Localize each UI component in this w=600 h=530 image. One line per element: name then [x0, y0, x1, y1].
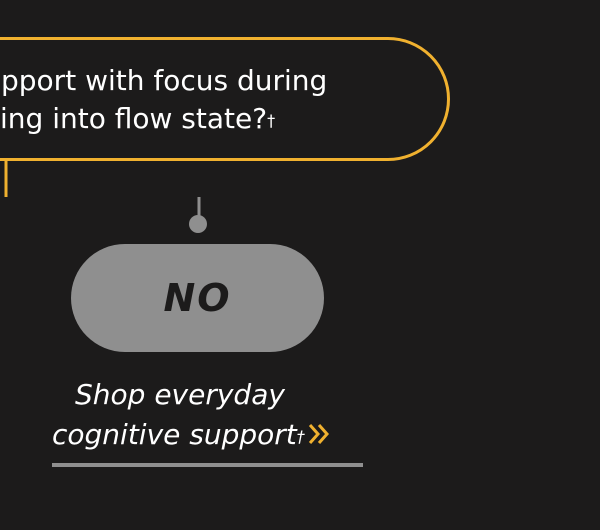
- shop-link-line-2-text: cognitive support: [52, 418, 297, 451]
- question-box: [0, 37, 450, 161]
- double-chevron-right-icon: [308, 424, 329, 444]
- shop-link-line-2: cognitive support†: [52, 416, 331, 454]
- question-line-1: pport with focus during: [1, 64, 328, 97]
- shop-link-dagger: †: [296, 427, 305, 446]
- shop-link-underline: [52, 463, 363, 467]
- question-dagger: †: [267, 111, 276, 130]
- question-line-2-text: ing into flow state?: [0, 102, 268, 135]
- shop-link-line-1: Shop everyday: [75, 378, 285, 411]
- no-answer-button[interactable]: NO: [71, 244, 324, 352]
- question-line-2: ing into flow state?†: [0, 100, 275, 138]
- connector-node-dot: [189, 215, 207, 233]
- shop-everyday-cognitive-support-link[interactable]: Shop everyday cognitive support†: [52, 376, 372, 472]
- no-answer-label: NO: [163, 276, 232, 320]
